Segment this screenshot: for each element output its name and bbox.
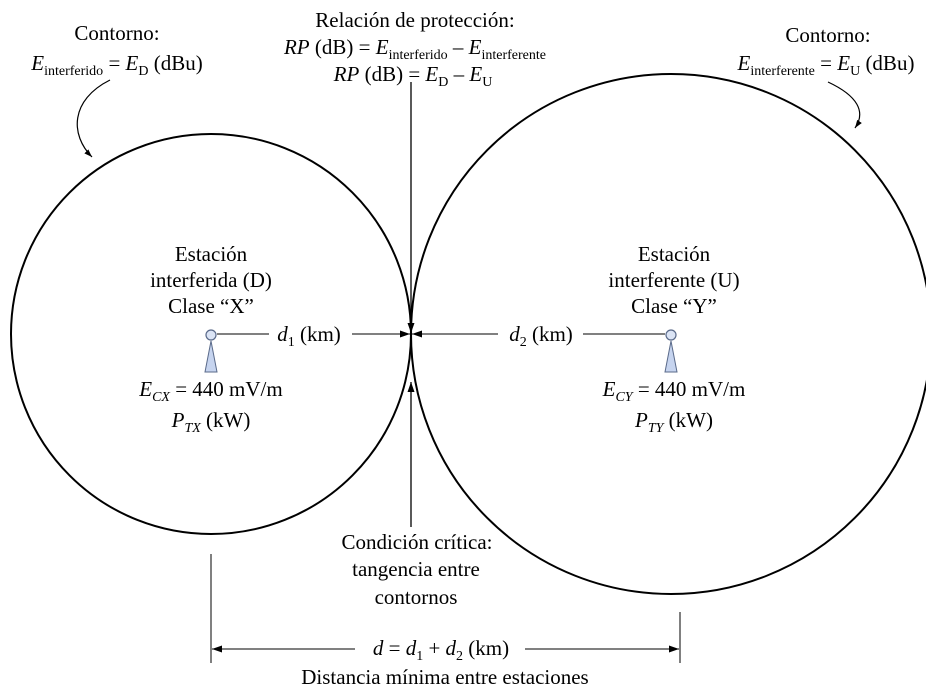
station-right-line3: Clase “Y” xyxy=(631,294,717,318)
protection-ratio-eq1: RP (dB) = Einterferido – Einterferente xyxy=(283,35,546,63)
contour-right-circle xyxy=(410,73,926,595)
protection-ratio-title: Relación de protección: xyxy=(315,8,514,32)
antenna-left-icon xyxy=(204,329,218,373)
contour-left-eq: Einterferido = ED (dBu) xyxy=(30,51,202,79)
station-left-line3: Clase “X” xyxy=(168,294,254,318)
contour-right-eq: Einterferente = EU (dBu) xyxy=(737,51,915,79)
contour-right-title: Contorno: xyxy=(785,23,870,47)
station-right-power: PTY (kW) xyxy=(634,408,713,436)
contour-left-title: Contorno: xyxy=(74,21,159,45)
contour-left-pointer-arrow xyxy=(76,79,111,158)
critical-line1: Condición crítica: xyxy=(341,530,492,554)
station-right-line1: Estación xyxy=(638,242,711,266)
critical-line3: contornos xyxy=(375,585,458,609)
station-left-line2: interferida (D) xyxy=(150,268,272,292)
station-right-line2: interferente (U) xyxy=(608,268,739,292)
protection-ratio-eq2: RP (dB) = ED – EU xyxy=(333,62,493,90)
d1-label: d1 (km) xyxy=(277,322,341,350)
contour-right-pointer-arrow xyxy=(827,81,862,129)
station-left-line1: Estación xyxy=(175,242,248,266)
station-right-field: ECY = 440 mV/m xyxy=(602,377,746,405)
station-left-power: PTX (kW) xyxy=(171,408,251,436)
total-distance-label: d = d1 + d2 (km) xyxy=(373,636,509,664)
antenna-right-icon xyxy=(664,329,678,373)
d2-label: d2 (km) xyxy=(509,322,573,350)
minimum-distance-caption: Distancia mínima entre estaciones xyxy=(301,665,588,689)
critical-line2: tangencia entre xyxy=(352,557,480,581)
station-left-field: ECX = 440 mV/m xyxy=(138,377,282,405)
